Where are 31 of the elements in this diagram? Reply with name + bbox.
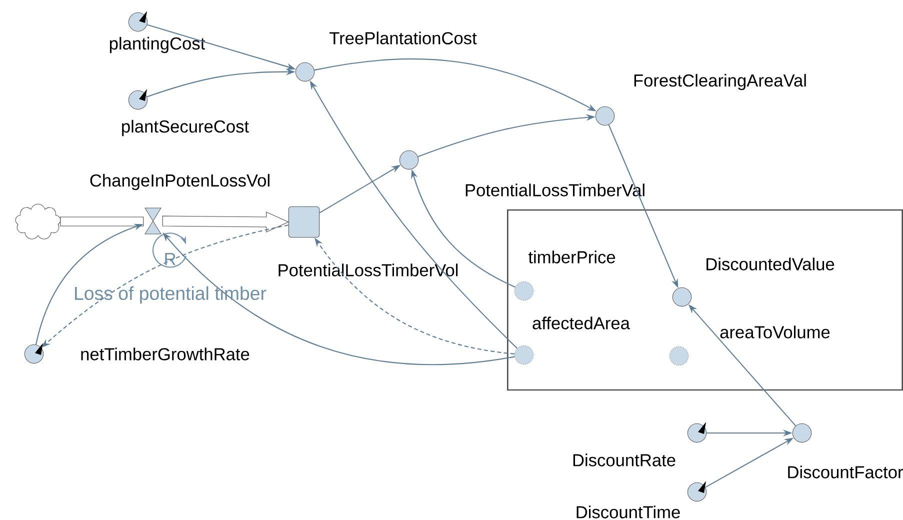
node-label: DiscountFactor: [788, 466, 903, 478]
module-box: [507, 209, 903, 391]
node-label: ForestClearingAreaVal: [634, 74, 806, 90]
node-label: DiscountedValue: [706, 258, 834, 270]
constant: DiscountTime: [576, 481, 707, 518]
shadow-variable: affectedArea: [514, 316, 630, 365]
flow-pipe: [162, 212, 290, 232]
variable: DiscountFactor: [788, 423, 903, 478]
node-label: netTimberGrowthRate: [81, 348, 250, 360]
node-label: affectedArea: [532, 316, 630, 330]
loop-label: R: [165, 253, 176, 265]
constant: DiscountRate: [573, 422, 707, 466]
node-label: plantingCost: [110, 36, 206, 54]
node-label: plantSecureCost: [122, 120, 249, 136]
node-label: ChangeInPotenLossVol: [90, 174, 270, 190]
constant: plantingCost: [110, 11, 206, 54]
flow-pipe: [60, 216, 144, 226]
constant: netTimberGrowthRate: [24, 343, 250, 364]
node-label: DiscountTime: [576, 506, 680, 518]
constant: plantSecureCost: [122, 89, 249, 136]
variable: ForestClearingAreaVal: [595, 74, 806, 126]
node-label: areaToVolume: [720, 326, 830, 338]
variable: TreePlantationCost: [295, 32, 477, 82]
flow-valve: ChangeInPotenLossVol: [90, 174, 270, 234]
node-label: DiscountRate: [573, 454, 676, 466]
shadow-variable: areaToVolume: [669, 326, 830, 366]
source-cloud: [15, 204, 61, 240]
node-label: timberPrice: [528, 250, 616, 264]
variable: DiscountedValue: [672, 258, 834, 307]
node-label: TreePlantationCost: [330, 32, 477, 44]
shadow-variable: timberPrice: [514, 250, 616, 301]
